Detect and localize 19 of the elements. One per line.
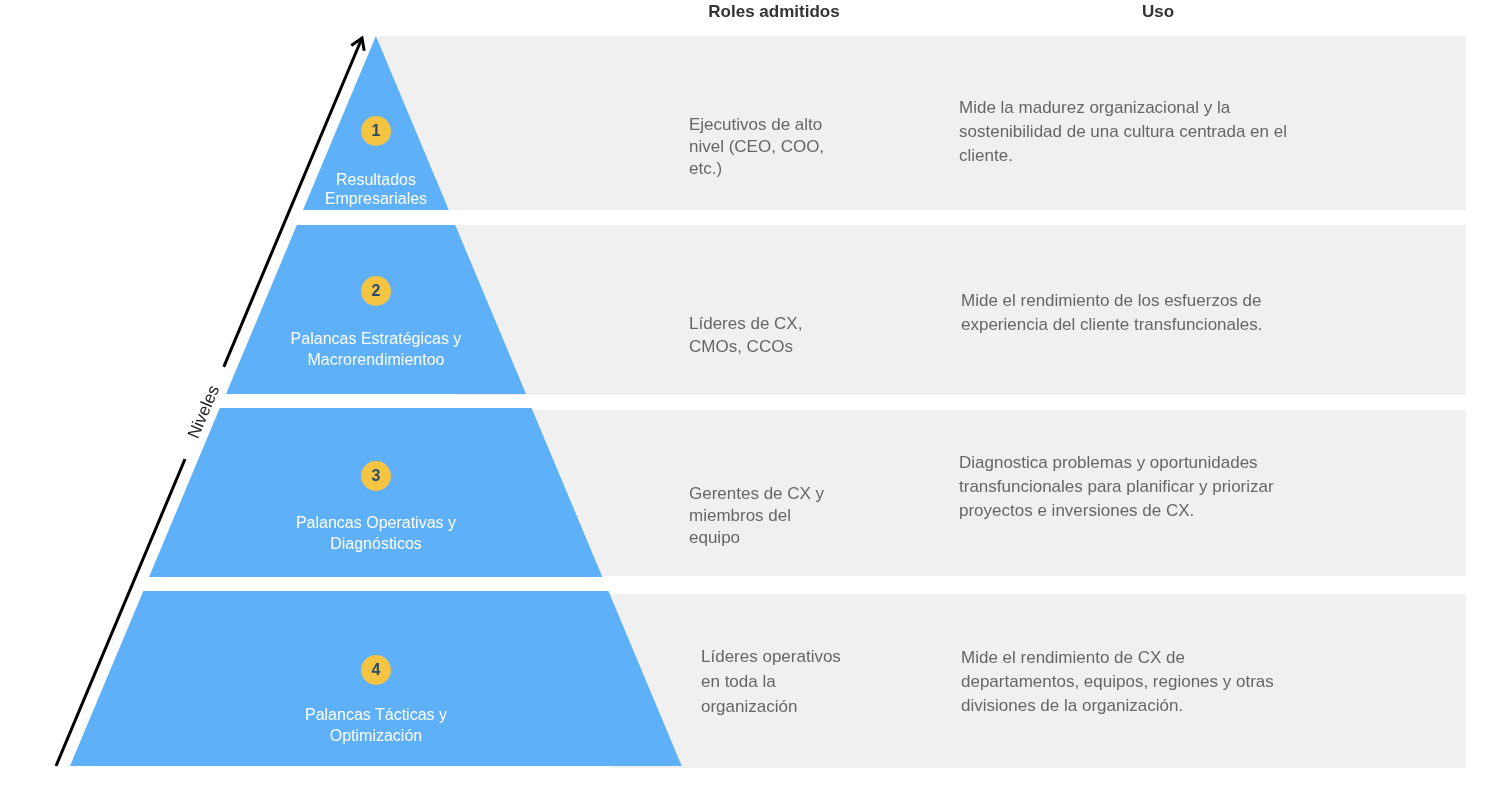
roles-text: Ejecutivos de alto nivel (CEO, COO, etc.) — [689, 114, 826, 180]
usage-text: Diagnostica problemas y oportunidades transfuncionales para planificar y priorizar proyectos e inversiones de CX. — [959, 452, 1275, 522]
pyramid-level — [226, 225, 526, 394]
level-title: Palancas Operativas y Diagnósticos — [294, 513, 457, 554]
column-header: Uso — [1141, 2, 1175, 22]
level-title: Palancas Tácticas y Optimización — [304, 705, 448, 746]
pyramid-level — [303, 36, 449, 210]
row-band — [533, 410, 1466, 576]
pyramid-level — [70, 591, 682, 766]
column-header: Roles admitidos — [708, 2, 840, 22]
usage-text: Mide el rendimiento de los esfuerzos de experiencia del cliente transfuncionales. — [961, 290, 1264, 336]
level-title: Resultados Empresariales — [323, 170, 429, 208]
roles-text: Líderes de CX, CMOs, CCOs — [689, 313, 804, 358]
roles-text: Líderes operativos en toda la organización — [701, 646, 842, 718]
level-title: Palancas Estratégicas y Macrorendimientoo — [289, 329, 463, 370]
usage-text: Mide el rendimiento de CX de departamentos, equipos, regiones y otras divisiones de la organización. — [961, 647, 1275, 717]
roles-text: Gerentes de CX y miembros del equipo — [689, 483, 826, 549]
row-band — [610, 594, 1466, 768]
usage-text: Mide la madurez organizacional y la sostenibilidad de una cultura centrada en el cliente. — [959, 97, 1288, 167]
